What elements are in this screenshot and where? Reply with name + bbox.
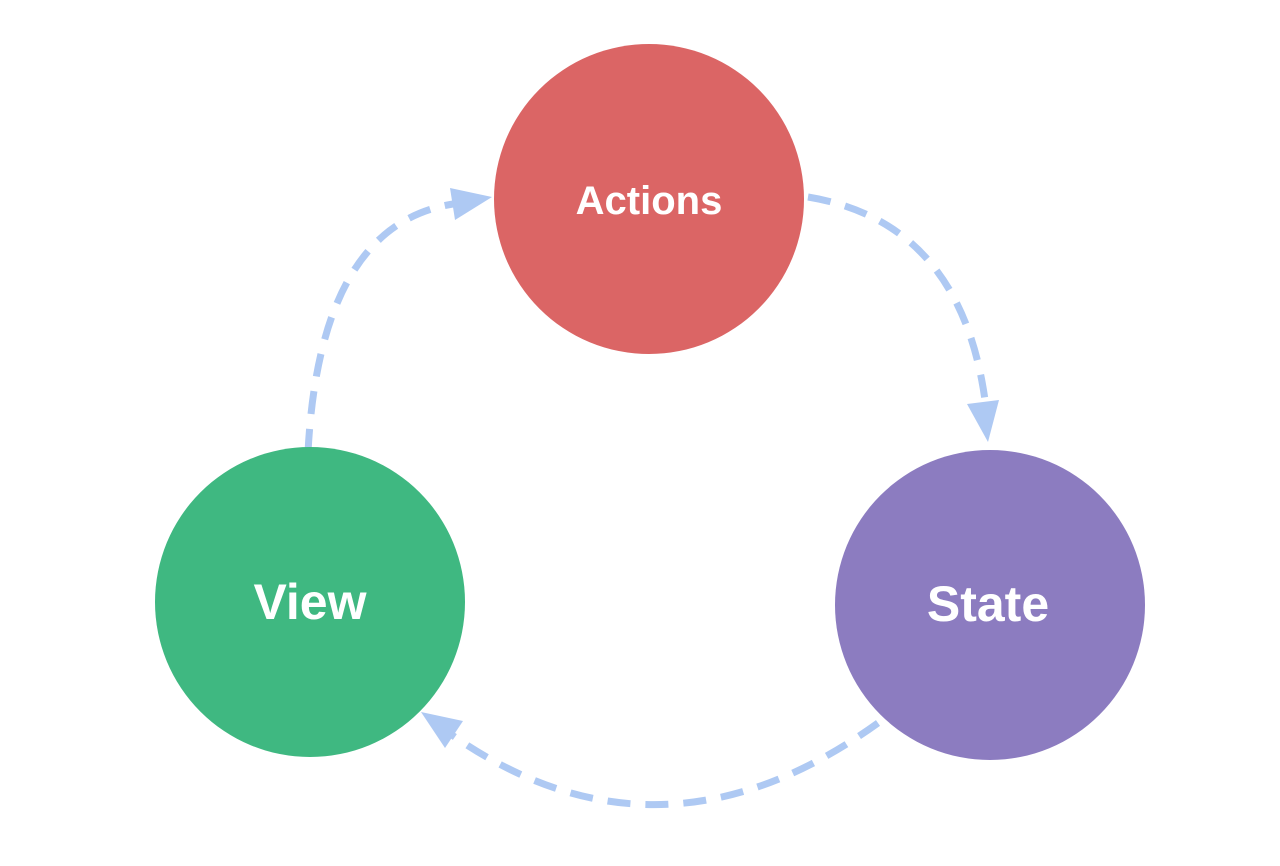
- view-label: View: [253, 574, 366, 630]
- edge-actions-to-state: [807, 193, 989, 401]
- view-node: [155, 447, 465, 757]
- state-label: State: [927, 576, 1049, 632]
- arrowhead-into-state-icon: [967, 400, 999, 442]
- actions-node: [494, 44, 804, 354]
- arrowhead-into-actions-icon: [450, 188, 492, 220]
- arrowhead-into-view-icon: [421, 712, 463, 748]
- edge-state-to-view: [449, 720, 881, 809]
- actions-label: Actions: [576, 179, 723, 223]
- state-node: [835, 450, 1145, 760]
- edge-view-to-actions: [304, 200, 454, 453]
